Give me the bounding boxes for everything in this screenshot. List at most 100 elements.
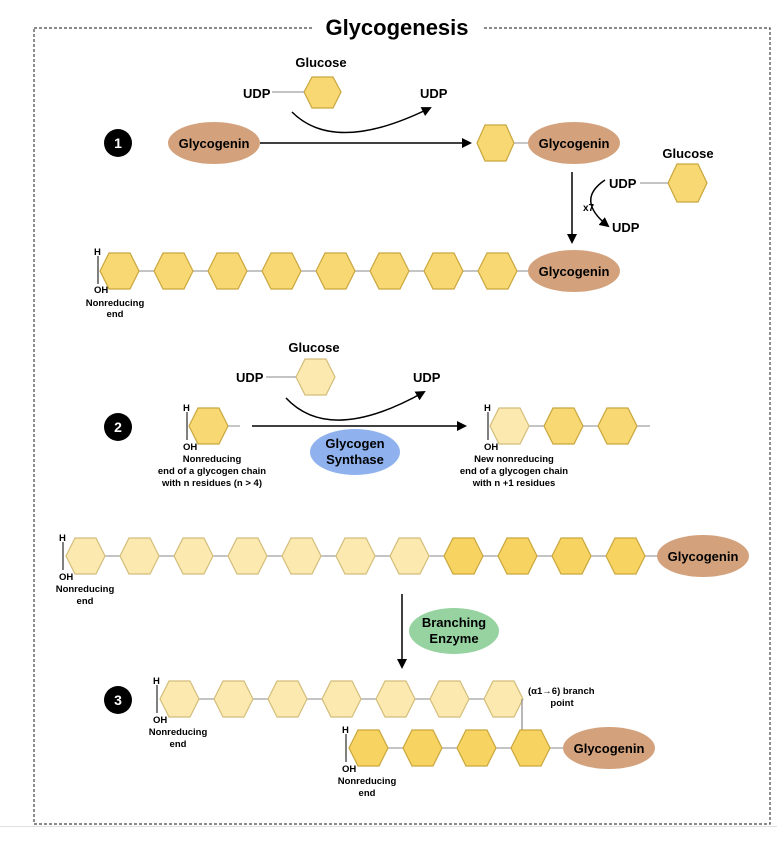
end-label-1: end [107, 309, 124, 320]
h-label-1: H [94, 247, 101, 258]
glucose-hexagon [489, 407, 530, 445]
oh-label-1: OH [94, 285, 108, 296]
step-2-number: 2 [114, 419, 122, 435]
glycogenin-label-1: Glycogenin [179, 136, 250, 151]
glucose-hexagon [303, 76, 342, 109]
glycogen-synthase-label-line1: Glycogen [325, 436, 384, 451]
oh-label-2: OH [183, 442, 197, 453]
glucose-hexagon [335, 537, 376, 575]
glucose-hexagon [402, 729, 443, 767]
glycogenin-label-2: Glycogenin [539, 136, 610, 151]
glucose-hexagon [213, 680, 254, 718]
glycogen-synthase-label-line2: Synthase [326, 452, 384, 467]
step-1-number: 1 [114, 135, 122, 151]
udp-label-1b: UDP [420, 86, 448, 101]
glucose-hexagon [483, 680, 524, 718]
glucose-hexagon [605, 537, 646, 575]
h-label-4: H [59, 533, 66, 544]
glucose-hexagon [281, 537, 322, 575]
nonreducing-chain-label-line1: Nonreducing [183, 454, 242, 465]
glucose-hexagon [65, 537, 106, 575]
end-label-3: end [170, 739, 187, 750]
glycogen-chain-2 [489, 407, 638, 445]
new-nonreducing-label-line3: with n +1 residues [472, 478, 556, 489]
glucose-hexagon [295, 358, 336, 396]
glucose-hexagon [667, 163, 708, 203]
branching-enzyme-label-line1: Branching [422, 615, 486, 630]
udp-label-1c: UDP [609, 176, 637, 191]
glucose-hexagon [551, 537, 592, 575]
glucose-hexagon [477, 252, 518, 290]
end-label-4: end [359, 788, 376, 799]
glycogen-branch-lower [348, 729, 551, 767]
glycogen-branch-upper [159, 680, 524, 718]
glucose-hexagon [423, 252, 464, 290]
oh-label-3: OH [484, 442, 498, 453]
glucose-hexagon [99, 252, 140, 290]
glycogen-chain-3 [65, 537, 646, 575]
glucose-hexagon [348, 729, 389, 767]
glycogen-chain-1 [99, 252, 518, 290]
nonreducing-label-2: Nonreducing [56, 584, 115, 595]
end-label-2: end [77, 596, 94, 607]
oh-label-5: OH [153, 715, 167, 726]
nonreducing-label-1: Nonreducing [86, 298, 145, 309]
nonreducing-label-4: Nonreducing [338, 776, 397, 787]
glycogenin-label-3: Glycogenin [539, 264, 610, 279]
glycogenin-label-5: Glycogenin [574, 741, 645, 756]
new-nonreducing-label-line2: end of a glycogen chain [460, 466, 568, 477]
step-3-badge [104, 686, 132, 714]
glucose-label-3: Glucose [288, 340, 339, 355]
glucose-hexagon [510, 729, 551, 767]
glucose-hexagon [261, 252, 302, 290]
udp-label-1d: UDP [612, 220, 640, 235]
glucose-hexagon [497, 537, 538, 575]
udp-label-2b: UDP [413, 370, 441, 385]
glucose-hexagon [429, 680, 470, 718]
glycogenin-label-4: Glycogenin [668, 549, 739, 564]
glucose-hexagon [456, 729, 497, 767]
glucose-hexagon [207, 252, 248, 290]
step-3-number: 3 [114, 692, 122, 708]
branch-point-label-line2: point [550, 698, 574, 709]
step-2-badge [104, 413, 132, 441]
glycogenin-enzyme-3 [528, 250, 620, 292]
glycogen-synthase-enzyme [310, 429, 400, 475]
glucose-hexagon [119, 537, 160, 575]
glucose-hexagon [389, 537, 430, 575]
branching-enzyme-label-line2: Enzyme [429, 631, 478, 646]
diagram-title: Glycogenesis [325, 15, 468, 40]
h-label-3: H [484, 403, 491, 414]
nonreducing-chain-label-line3: with n residues (n > 4) [161, 478, 262, 489]
glucose-hexagon [321, 680, 362, 718]
glycogenin-enzyme-2 [528, 122, 620, 164]
step-1-badge [104, 129, 132, 157]
oh-label-6: OH [342, 764, 356, 775]
glucose-hexagon [159, 680, 200, 718]
branching-enzyme [409, 608, 499, 654]
udp-label-1a: UDP [243, 86, 271, 101]
glucose-hexagon [375, 680, 416, 718]
bottom-bar [0, 826, 777, 842]
nonreducing-label-3: Nonreducing [149, 727, 208, 738]
glucose-hexagon [173, 537, 214, 575]
oh-label-4: OH [59, 572, 73, 583]
h-label-5: H [153, 676, 160, 687]
glycogenin-enzyme-1 [168, 122, 260, 164]
glucose-hexagon [227, 537, 268, 575]
glucose-hexagon [153, 252, 194, 290]
glucose-hexagon [597, 407, 638, 445]
glycogenin-enzyme-4 [657, 535, 749, 577]
glucose-hexagon [267, 680, 308, 718]
glycogenin-enzyme-5 [563, 727, 655, 769]
h-label-6: H [342, 725, 349, 736]
udp-label-2a: UDP [236, 370, 264, 385]
glucose-hexagon [315, 252, 356, 290]
new-nonreducing-label-line1: New nonreducing [474, 454, 554, 465]
nonreducing-chain-label-line2: end of a glycogen chain [158, 466, 266, 477]
glucose-hexagon [188, 407, 229, 445]
x7-label: x7 [583, 203, 595, 214]
glucose-hexagon [476, 124, 515, 162]
glucose-label-2: Glucose [662, 146, 713, 161]
